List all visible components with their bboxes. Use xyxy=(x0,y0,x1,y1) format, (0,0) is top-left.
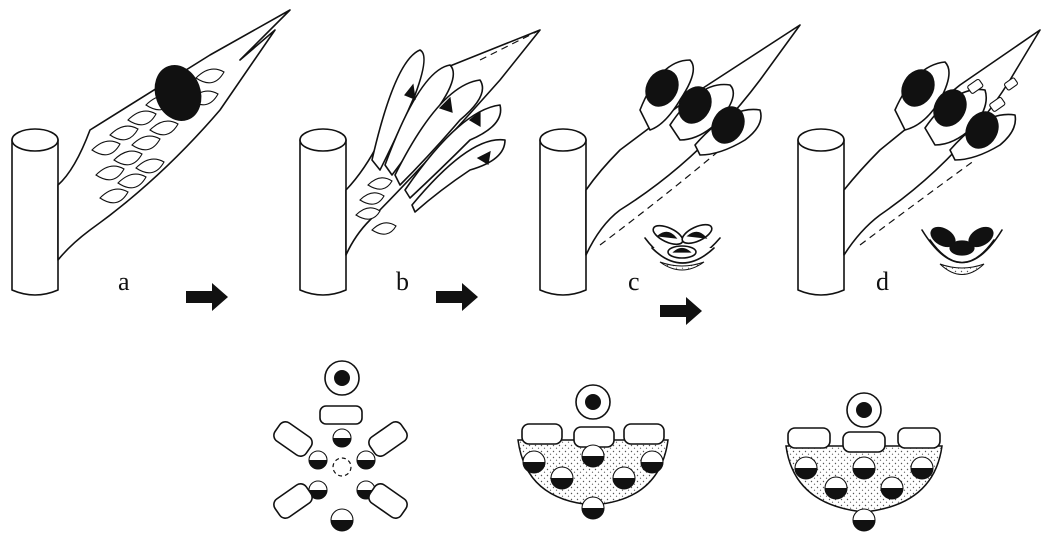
panel-label-d: d xyxy=(876,267,889,296)
branch-stem-icon xyxy=(798,129,844,295)
panel-label-b: b xyxy=(396,267,409,296)
panel-a-branch xyxy=(12,10,290,295)
panel-b-branch xyxy=(300,30,540,295)
branch-stem-icon xyxy=(300,129,346,295)
floral-diagram-icon xyxy=(518,385,668,519)
panel-label-a: a xyxy=(118,267,130,296)
panel-d-branch xyxy=(798,30,1040,295)
floral-diagram-icon xyxy=(786,393,942,531)
floral-diagram-icon xyxy=(271,361,410,531)
right-arrow-icon xyxy=(186,283,228,311)
branch-stem-icon xyxy=(540,129,586,295)
right-arrow-icon xyxy=(660,297,702,325)
cross-section-d xyxy=(922,224,1002,275)
branch-stem-icon xyxy=(12,129,58,295)
cross-section-c xyxy=(645,221,720,270)
right-arrow-icon xyxy=(436,283,478,311)
panel-label-c: c xyxy=(628,267,640,296)
